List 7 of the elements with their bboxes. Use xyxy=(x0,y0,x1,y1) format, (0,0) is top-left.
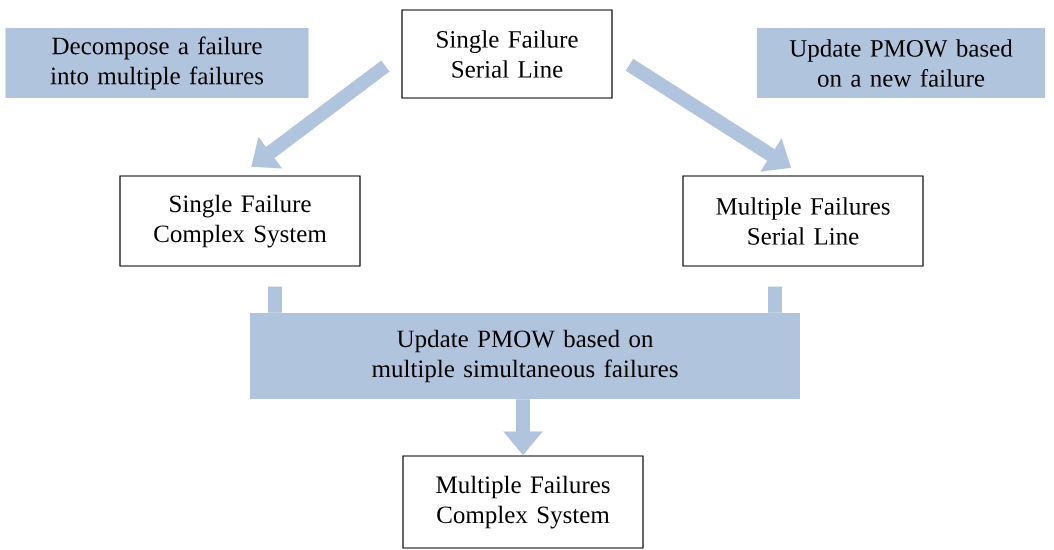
process-box: Multiple Failures Serial Line xyxy=(682,175,924,267)
edge-label: Update PMOW based on a new failure xyxy=(757,28,1045,98)
process-box: Single Failure Serial Line xyxy=(401,9,613,99)
process-box: Multiple Failures Complex System xyxy=(402,455,644,549)
process-box: Single Failure Complex System xyxy=(119,175,361,267)
edge-label: Decompose a failure into multiple failures xyxy=(5,28,309,98)
process-band: Update PMOW based on multiple simultaneous failures xyxy=(250,313,800,399)
